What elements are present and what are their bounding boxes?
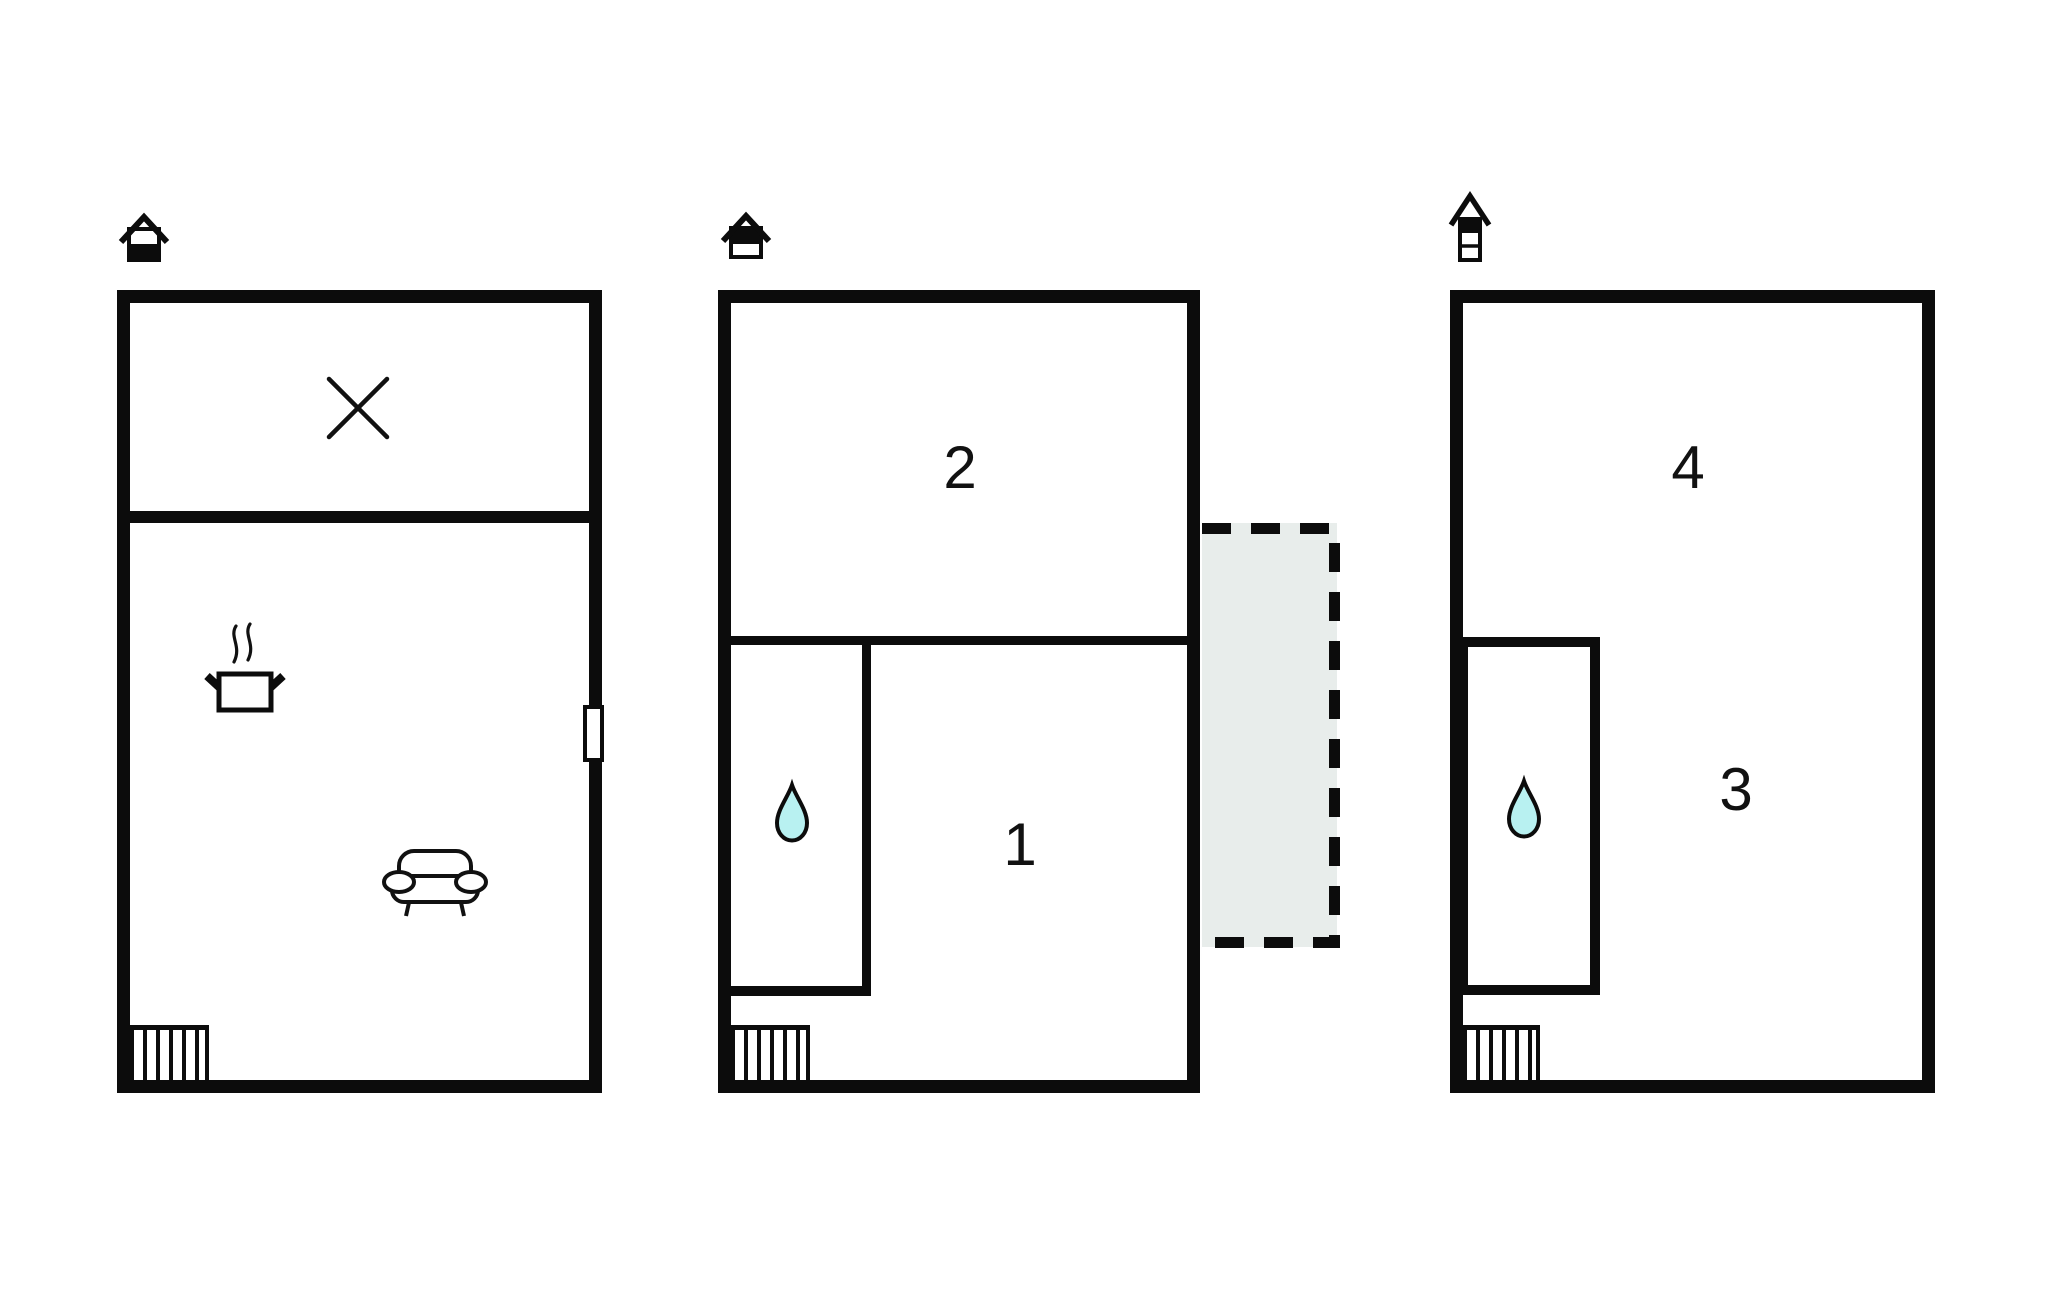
room-label-4: 4 (1671, 434, 1705, 501)
water-drop-icon (1506, 774, 1542, 839)
room-label-2: 2 (943, 434, 977, 501)
ground-floor-house-icon (118, 212, 170, 262)
sofa-icon (382, 849, 488, 917)
bathroom-bottom-wall (731, 986, 871, 996)
door-marker (583, 705, 604, 762)
stairs-icon (130, 1025, 209, 1080)
top-floor-house-icon (1448, 190, 1492, 262)
water-drop-icon (774, 778, 810, 843)
stove-icon (204, 622, 286, 713)
building-outline-ground (117, 290, 602, 1093)
partition-wall-horizontal (731, 636, 1187, 645)
cross-void-marker-icon (326, 376, 390, 440)
room-label-1: 1 (1003, 811, 1037, 878)
terrace-area (1202, 523, 1340, 948)
stairs-icon (731, 1025, 810, 1080)
room-divider-wall (130, 511, 589, 523)
partition-wall-vertical (862, 645, 871, 986)
room-label-3: 3 (1719, 756, 1753, 823)
first-floor-house-icon (720, 211, 772, 259)
stairs-icon (1463, 1025, 1540, 1080)
building-outline-first (718, 290, 1200, 1093)
